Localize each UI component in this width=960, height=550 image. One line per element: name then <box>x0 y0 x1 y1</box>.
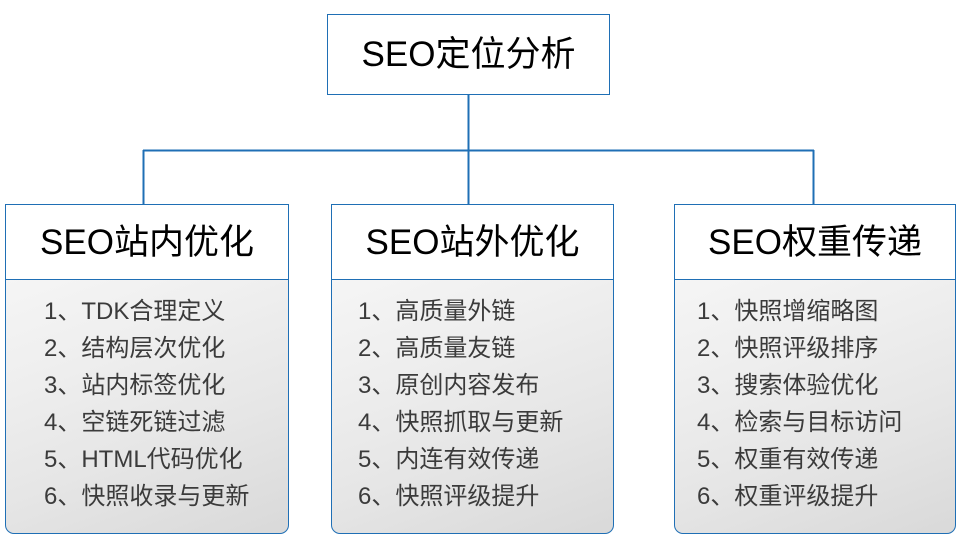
list-item: 5、权重有效传递 <box>697 446 879 474</box>
list-item: 3、原创内容发布 <box>358 372 540 400</box>
root-node-label: SEO定位分析 <box>361 35 576 74</box>
branch-on-site: SEO站内优化 1、TDK合理定义 2、结构层次优化 3、站内标签优化 4、空链… <box>5 204 289 535</box>
branch-body-off-site: 1、高质量外链 2、高质量友链 3、原创内容发布 4、快照抓取与更新 5、内连有… <box>331 278 614 535</box>
branch-weight-transfer: SEO权重传递 1、快照增缩略图 2、快照评级排序 3、搜索体验优化 4、检索与… <box>674 204 956 535</box>
list-item: 6、快照收录与更新 <box>44 483 250 511</box>
list-item: 4、快照抓取与更新 <box>358 409 564 437</box>
list-item: 2、结构层次优化 <box>44 335 226 363</box>
branch-body-weight-transfer: 1、快照增缩略图 2、快照评级排序 3、搜索体验优化 4、检索与目标访问 5、权… <box>674 278 956 535</box>
list-item: 1、快照增缩略图 <box>697 298 879 326</box>
branch-body-on-site: 1、TDK合理定义 2、结构层次优化 3、站内标签优化 4、空链死链过滤 5、H… <box>5 278 289 535</box>
branch-item-list: 1、高质量外链 2、高质量友链 3、原创内容发布 4、快照抓取与更新 5、内连有… <box>332 293 613 515</box>
branch-item-list: 1、快照增缩略图 2、快照评级排序 3、搜索体验优化 4、检索与目标访问 5、权… <box>675 293 955 515</box>
list-item: 6、快照评级提升 <box>358 483 540 511</box>
list-item: 4、空链死链过滤 <box>44 409 226 437</box>
list-item: 1、高质量外链 <box>358 298 516 326</box>
branch-header-label: SEO权重传递 <box>708 222 922 262</box>
branch-header-weight-transfer: SEO权重传递 <box>674 204 956 280</box>
list-item: 5、内连有效传递 <box>358 446 540 474</box>
branch-header-off-site: SEO站外优化 <box>331 204 614 280</box>
list-item: 3、站内标签优化 <box>44 372 226 400</box>
branch-header-label: SEO站外优化 <box>365 222 580 262</box>
root-node: SEO定位分析 <box>327 14 610 95</box>
list-item: 5、HTML代码优化 <box>44 446 243 474</box>
branch-header-label: SEO站内优化 <box>40 222 254 262</box>
branch-off-site: SEO站外优化 1、高质量外链 2、高质量友链 3、原创内容发布 4、快照抓取与… <box>331 204 614 535</box>
list-item: 3、搜索体验优化 <box>697 372 879 400</box>
list-item: 4、检索与目标访问 <box>697 409 903 437</box>
list-item: 1、TDK合理定义 <box>44 298 226 326</box>
branch-item-list: 1、TDK合理定义 2、结构层次优化 3、站内标签优化 4、空链死链过滤 5、H… <box>6 293 288 515</box>
list-item: 2、快照评级排序 <box>697 335 879 363</box>
list-item: 6、权重评级提升 <box>697 483 879 511</box>
list-item: 2、高质量友链 <box>358 335 516 363</box>
branch-header-on-site: SEO站内优化 <box>5 204 289 280</box>
